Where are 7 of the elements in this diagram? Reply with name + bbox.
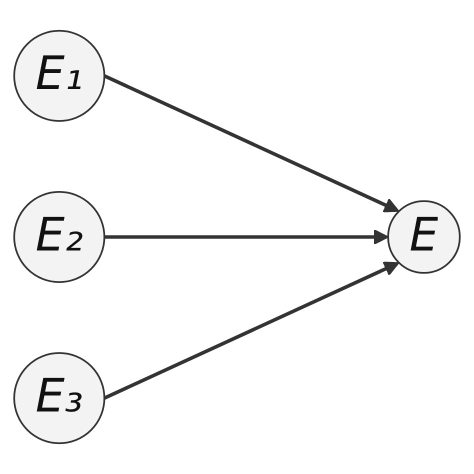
arrow [104, 229, 389, 245]
node-circle: E₁ [13, 30, 106, 122]
arrow [104, 74, 400, 212]
node-circle: E₃ [13, 352, 106, 444]
node-circle: E [387, 200, 461, 274]
node-circle: E₂ [13, 191, 106, 283]
arrow [104, 262, 400, 400]
